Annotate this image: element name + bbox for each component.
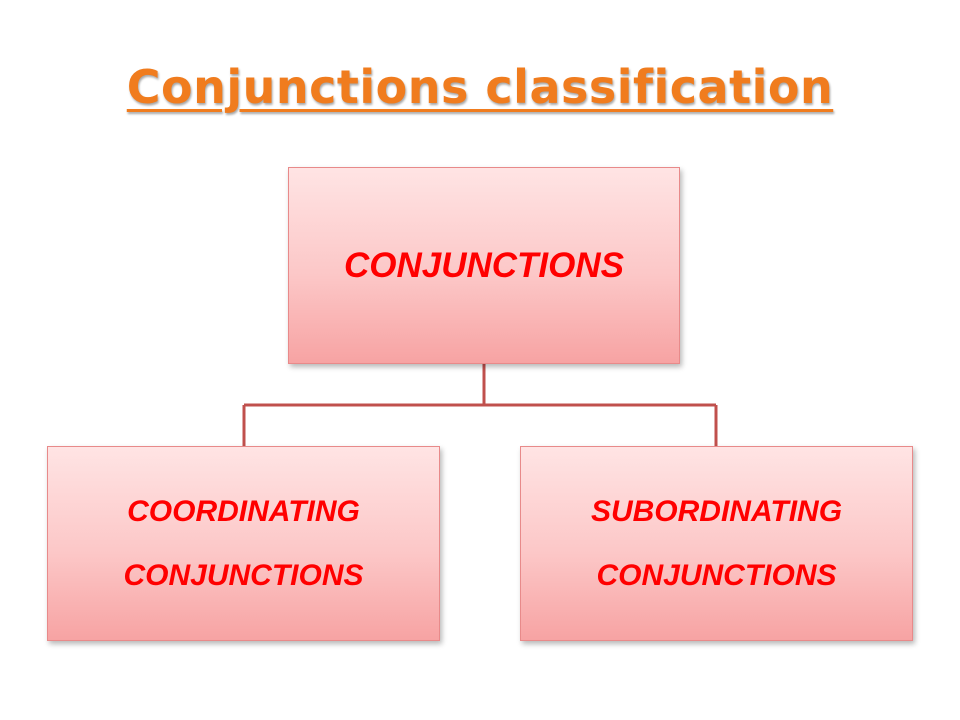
coordinating-line1: COORDINATING	[127, 494, 360, 528]
slide-title: Conjunctions classification	[126, 60, 834, 114]
subordinating-line2: CONJUNCTIONS	[596, 558, 837, 592]
subordinating-line1: SUBORDINATING	[590, 494, 843, 528]
coordinating-line2: CONJUNCTIONS	[123, 558, 364, 592]
child-node-coordinating: COORDINATING CONJUNCTIONS	[47, 446, 440, 641]
child-node-subordinating: SUBORDINATING CONJUNCTIONS	[520, 446, 913, 641]
root-node-conjunctions: CONJUNCTIONS	[288, 167, 680, 364]
root-node-label: CONJUNCTIONS	[343, 245, 625, 285]
